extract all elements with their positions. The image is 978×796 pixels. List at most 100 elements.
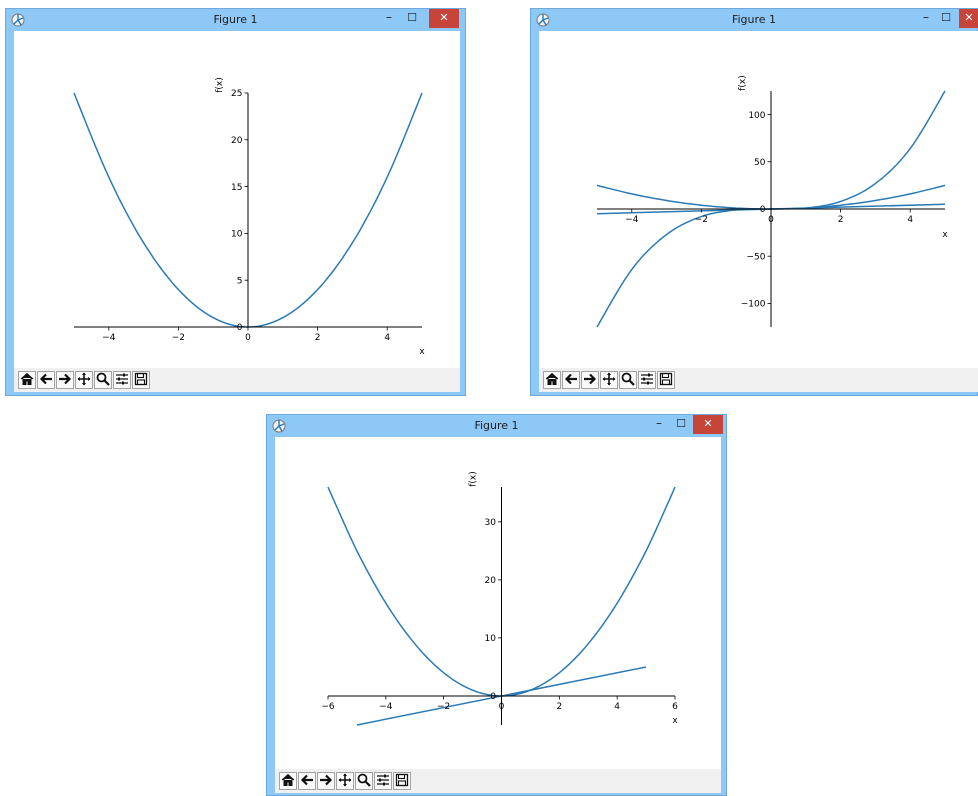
minimize-button[interactable]: – bbox=[386, 10, 392, 24]
pan-button[interactable] bbox=[75, 371, 93, 389]
x-axis-label: x bbox=[942, 230, 948, 240]
x-tick-label: −2 bbox=[172, 333, 185, 343]
forward-icon bbox=[58, 373, 72, 390]
window-title: Figure 1 bbox=[731, 13, 777, 26]
zoom-button[interactable] bbox=[94, 371, 112, 389]
configure-button[interactable] bbox=[113, 371, 131, 389]
window-title: Figure 1 bbox=[213, 13, 258, 26]
x-axis-label: x bbox=[419, 347, 425, 357]
y-tick-label: −50 bbox=[747, 252, 766, 262]
y-axis-label: f(x) bbox=[738, 75, 748, 91]
minimize-button[interactable]: – bbox=[923, 10, 929, 24]
x-tick-label: −4 bbox=[625, 215, 639, 225]
configure-icon bbox=[640, 373, 654, 390]
configure-button[interactable] bbox=[638, 371, 656, 389]
home-button[interactable] bbox=[543, 371, 561, 389]
y-tick-label: 15 bbox=[231, 183, 242, 193]
save-button[interactable] bbox=[393, 772, 411, 790]
home-icon bbox=[20, 372, 34, 390]
y-tick-label: 10 bbox=[485, 634, 497, 644]
x-tick-label: 4 bbox=[384, 333, 390, 343]
title-bar[interactable]: Figure 1 – ☐ ✕ bbox=[6, 9, 465, 31]
y-tick-label: 20 bbox=[485, 576, 497, 586]
forward-button[interactable] bbox=[581, 371, 599, 389]
maximize-button[interactable]: ☐ bbox=[407, 11, 417, 24]
back-button[interactable] bbox=[298, 772, 316, 790]
configure-icon bbox=[115, 373, 129, 390]
back-icon bbox=[39, 373, 53, 390]
x-tick-label: 6 bbox=[672, 702, 678, 712]
forward-icon bbox=[319, 774, 333, 791]
close-button[interactable]: ✕ bbox=[693, 415, 723, 434]
zoom-icon bbox=[357, 773, 371, 791]
x-tick-label: 0 bbox=[499, 702, 505, 712]
save-button[interactable] bbox=[132, 371, 150, 389]
y-tick-label: 100 bbox=[748, 111, 765, 121]
y-tick-label: 0 bbox=[490, 692, 496, 702]
maximize-button[interactable]: ☐ bbox=[941, 11, 951, 24]
home-button[interactable] bbox=[18, 371, 36, 389]
x-tick-label: 2 bbox=[556, 702, 562, 712]
x-tick-label: 4 bbox=[907, 215, 913, 225]
x-tick-label: −4 bbox=[379, 702, 393, 712]
maximize-button[interactable]: ☐ bbox=[676, 417, 686, 430]
back-icon bbox=[564, 373, 578, 390]
save-icon bbox=[134, 372, 148, 390]
back-button[interactable] bbox=[37, 371, 55, 389]
y-tick-label: −100 bbox=[741, 300, 766, 310]
x-tick-label: 0 bbox=[245, 333, 251, 343]
forward-button[interactable] bbox=[56, 371, 74, 389]
back-icon bbox=[300, 774, 314, 791]
y-tick-label: 30 bbox=[485, 518, 497, 528]
y-tick-label: 5 bbox=[237, 276, 243, 286]
pan-button[interactable] bbox=[336, 772, 354, 790]
configure-icon bbox=[376, 774, 390, 791]
minimize-button[interactable]: – bbox=[656, 416, 662, 430]
save-button[interactable] bbox=[657, 371, 675, 389]
navigation-toolbar bbox=[14, 368, 460, 392]
pan-icon bbox=[338, 773, 352, 791]
y-axis-label: f(x) bbox=[215, 77, 225, 93]
x-tick-label: 4 bbox=[614, 702, 620, 712]
x-tick-label: −4 bbox=[102, 333, 116, 343]
y-tick-label: 10 bbox=[231, 230, 243, 240]
close-button[interactable]: ✕ bbox=[959, 9, 978, 28]
configure-button[interactable] bbox=[374, 772, 392, 790]
window-title: Figure 1 bbox=[474, 419, 519, 432]
pan-icon bbox=[602, 372, 616, 390]
x-tick-label: −6 bbox=[321, 702, 335, 712]
y-tick-label: 20 bbox=[231, 136, 243, 146]
zoom-icon bbox=[96, 372, 110, 390]
pan-button[interactable] bbox=[600, 371, 618, 389]
save-icon bbox=[395, 773, 409, 791]
home-button[interactable] bbox=[279, 772, 297, 790]
matplotlib-app-icon bbox=[272, 418, 286, 433]
forward-button[interactable] bbox=[317, 772, 335, 790]
close-button[interactable]: ✕ bbox=[429, 9, 459, 28]
home-icon bbox=[545, 372, 559, 390]
title-bar[interactable]: Figure 1 – ☐ ✕ bbox=[531, 9, 978, 31]
zoom-button[interactable] bbox=[355, 772, 373, 790]
matplotlib-app-icon bbox=[536, 12, 550, 27]
x-tick-label: 2 bbox=[838, 215, 844, 225]
y-tick-label: 50 bbox=[754, 158, 766, 168]
x-axis-label: x bbox=[672, 716, 678, 726]
navigation-toolbar bbox=[275, 769, 721, 793]
y-axis-label: f(x) bbox=[469, 471, 479, 487]
zoom-button[interactable] bbox=[619, 371, 637, 389]
x-tick-label: 0 bbox=[768, 215, 774, 225]
back-button[interactable] bbox=[562, 371, 580, 389]
home-icon bbox=[281, 773, 295, 791]
x-tick-label: 2 bbox=[315, 333, 321, 343]
y-tick-label: 0 bbox=[237, 323, 243, 333]
title-bar[interactable]: Figure 1 – ☐ ✕ bbox=[267, 415, 726, 437]
